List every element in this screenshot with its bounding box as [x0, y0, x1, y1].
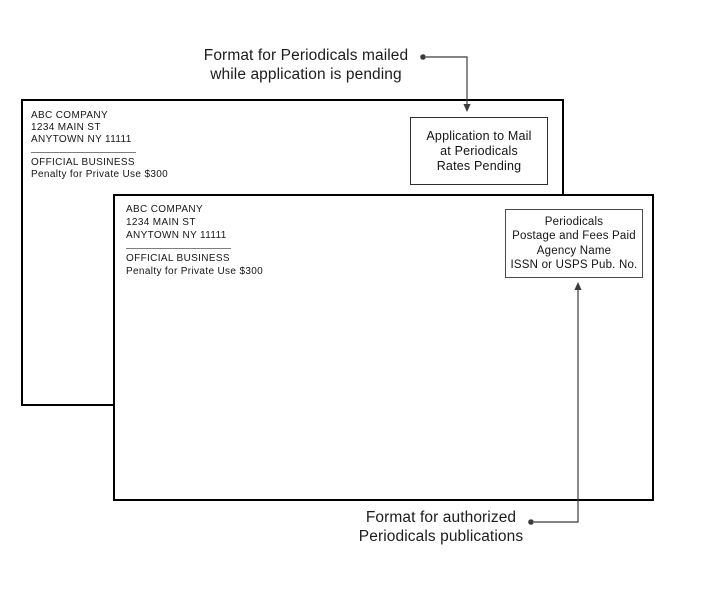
return-address-authorized: ABC COMPANY 1234 MAIN ST ANYTOWN NY 1111… — [126, 204, 263, 279]
permit-imprint-authorized: Periodicals Postage and Fees Paid Agency… — [505, 209, 643, 278]
address-line: Penalty for Private Use $300 — [126, 266, 264, 278]
envelope-authorized: ABC COMPANY 1234 MAIN ST ANYTOWN NY 1111… — [113, 194, 654, 501]
permit-line: Rates Pending — [436, 158, 522, 173]
address-line: OFFICIAL BUSINESS — [126, 253, 230, 265]
permit-line: Periodicals — [544, 216, 604, 229]
permit-line: at Periodicals — [440, 143, 518, 158]
address-divider-line — [31, 152, 136, 153]
address-line: ANYTOWN NY 11111 — [126, 229, 227, 241]
permit-imprint-pending: Application to Mail at Periodicals Rates… — [410, 117, 548, 185]
address-line: OFFICIAL BUSINESS — [31, 157, 135, 168]
caption-line: Periodicals publications — [358, 528, 524, 545]
permit-line: Agency Name — [536, 244, 612, 257]
caption-line: Format for authorized — [365, 509, 517, 526]
address-line: 1234 MAIN ST — [31, 122, 101, 133]
caption-line: Format for Periodicals mailed — [203, 47, 409, 64]
address-line: ABC COMPANY — [126, 204, 204, 215]
address-line: 1234 MAIN ST — [126, 216, 196, 228]
return-address-pending: ABC COMPANY 1234 MAIN ST ANYTOWN NY 1111… — [31, 110, 168, 181]
permit-line: ISSN or USPS Pub. No. — [510, 258, 638, 271]
caption-line: while application is pending — [210, 66, 402, 83]
address-line: ANYTOWN NY 11111 — [31, 134, 132, 145]
address-line: Penalty for Private Use $300 — [31, 169, 169, 180]
permit-line: Application to Mail — [426, 128, 532, 143]
address-divider-line — [126, 248, 231, 250]
address-line: ABC COMPANY — [31, 110, 109, 121]
caption-pending: Format for Periodicals mailed while appl… — [176, 46, 436, 84]
permit-line: Postage and Fees Paid — [512, 230, 636, 243]
caption-authorized: Format for authorized Periodicals public… — [311, 508, 571, 546]
